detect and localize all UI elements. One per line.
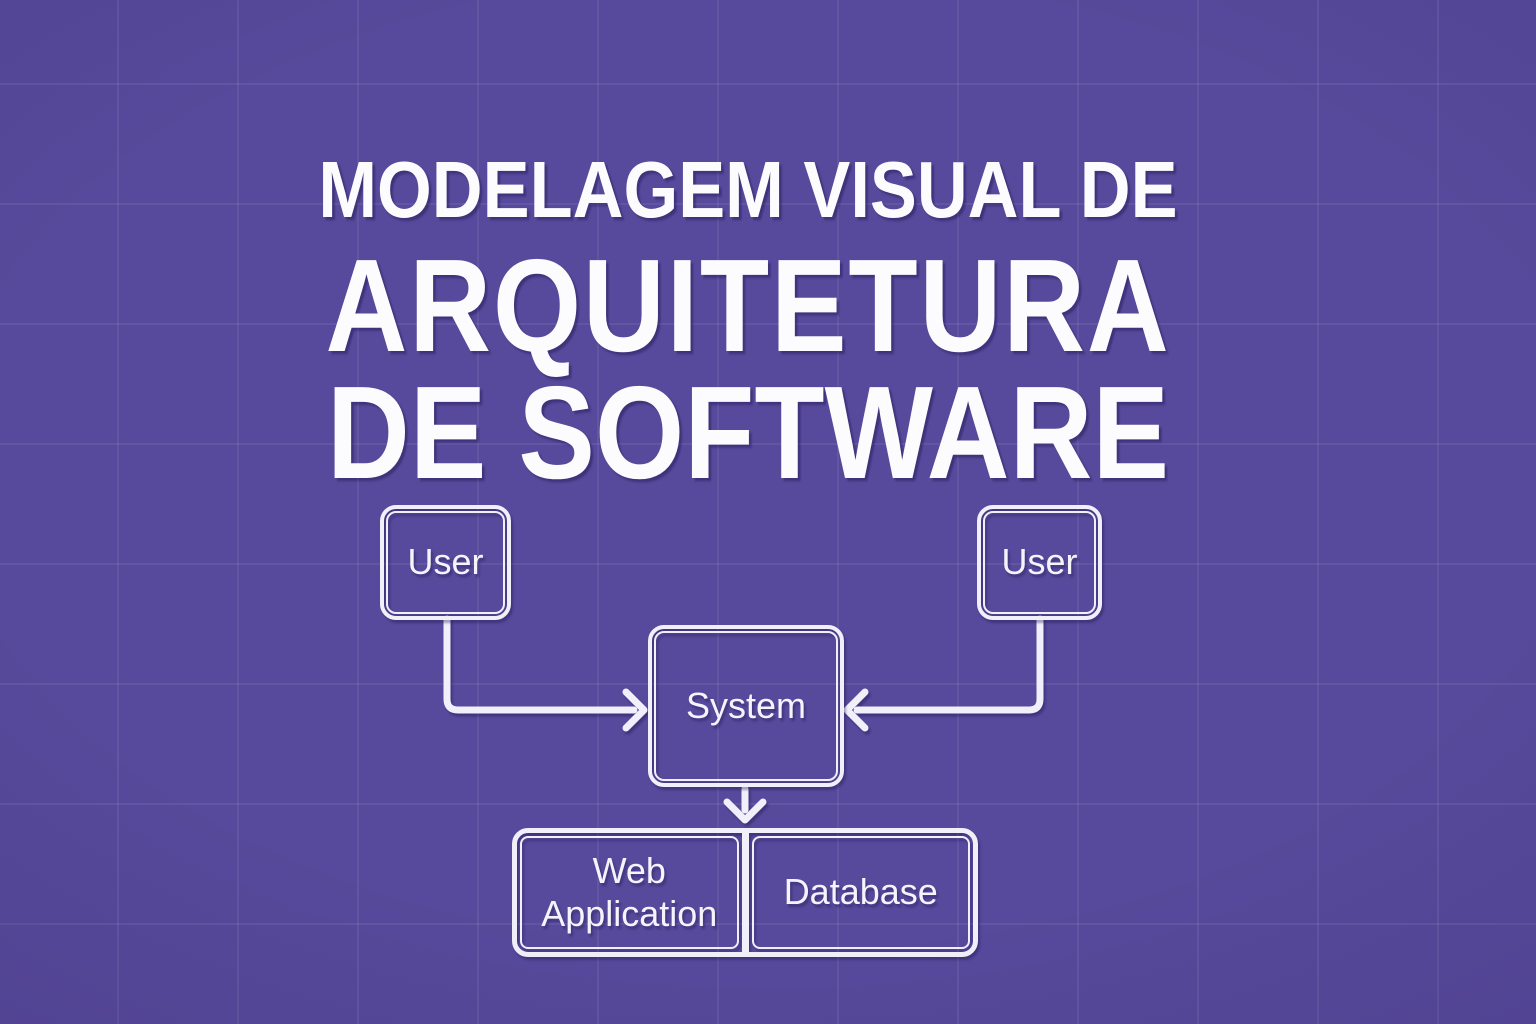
node-web-application-database: Web Application Database xyxy=(512,828,978,957)
edge-system-to-bottom xyxy=(723,785,767,824)
edge-user-right-to-system xyxy=(843,615,1044,732)
title-line-2: ARQUITETURA xyxy=(325,232,1171,380)
node-user-left: User xyxy=(380,505,511,620)
title-line-1: MODELAGEM VISUAL DE xyxy=(318,145,1178,235)
connector-user-left-to-system xyxy=(443,615,638,714)
node-database: Database xyxy=(749,833,974,952)
title-line-3: DE SOFTWARE xyxy=(326,359,1170,507)
node-web-application-label: Web Application xyxy=(541,850,718,934)
node-user-right: User xyxy=(977,505,1102,620)
connector-user-right-to-system xyxy=(853,615,1044,714)
node-user-left-label: User xyxy=(407,541,484,583)
node-user-right-label: User xyxy=(1001,541,1078,583)
node-database-label: Database xyxy=(783,871,938,913)
node-web-application: Web Application xyxy=(517,833,742,952)
arrowhead-right-icon xyxy=(622,688,648,732)
arrowhead-left-icon xyxy=(843,688,869,732)
page-title: MODELAGEM VISUAL DE ARQUITETURA DE SOFTW… xyxy=(0,21,1496,501)
node-system: System xyxy=(648,625,844,787)
cell-divider xyxy=(741,833,749,952)
node-system-label: System xyxy=(685,684,807,726)
edge-user-left-to-system xyxy=(443,615,648,732)
arrowhead-down-icon xyxy=(723,798,767,824)
